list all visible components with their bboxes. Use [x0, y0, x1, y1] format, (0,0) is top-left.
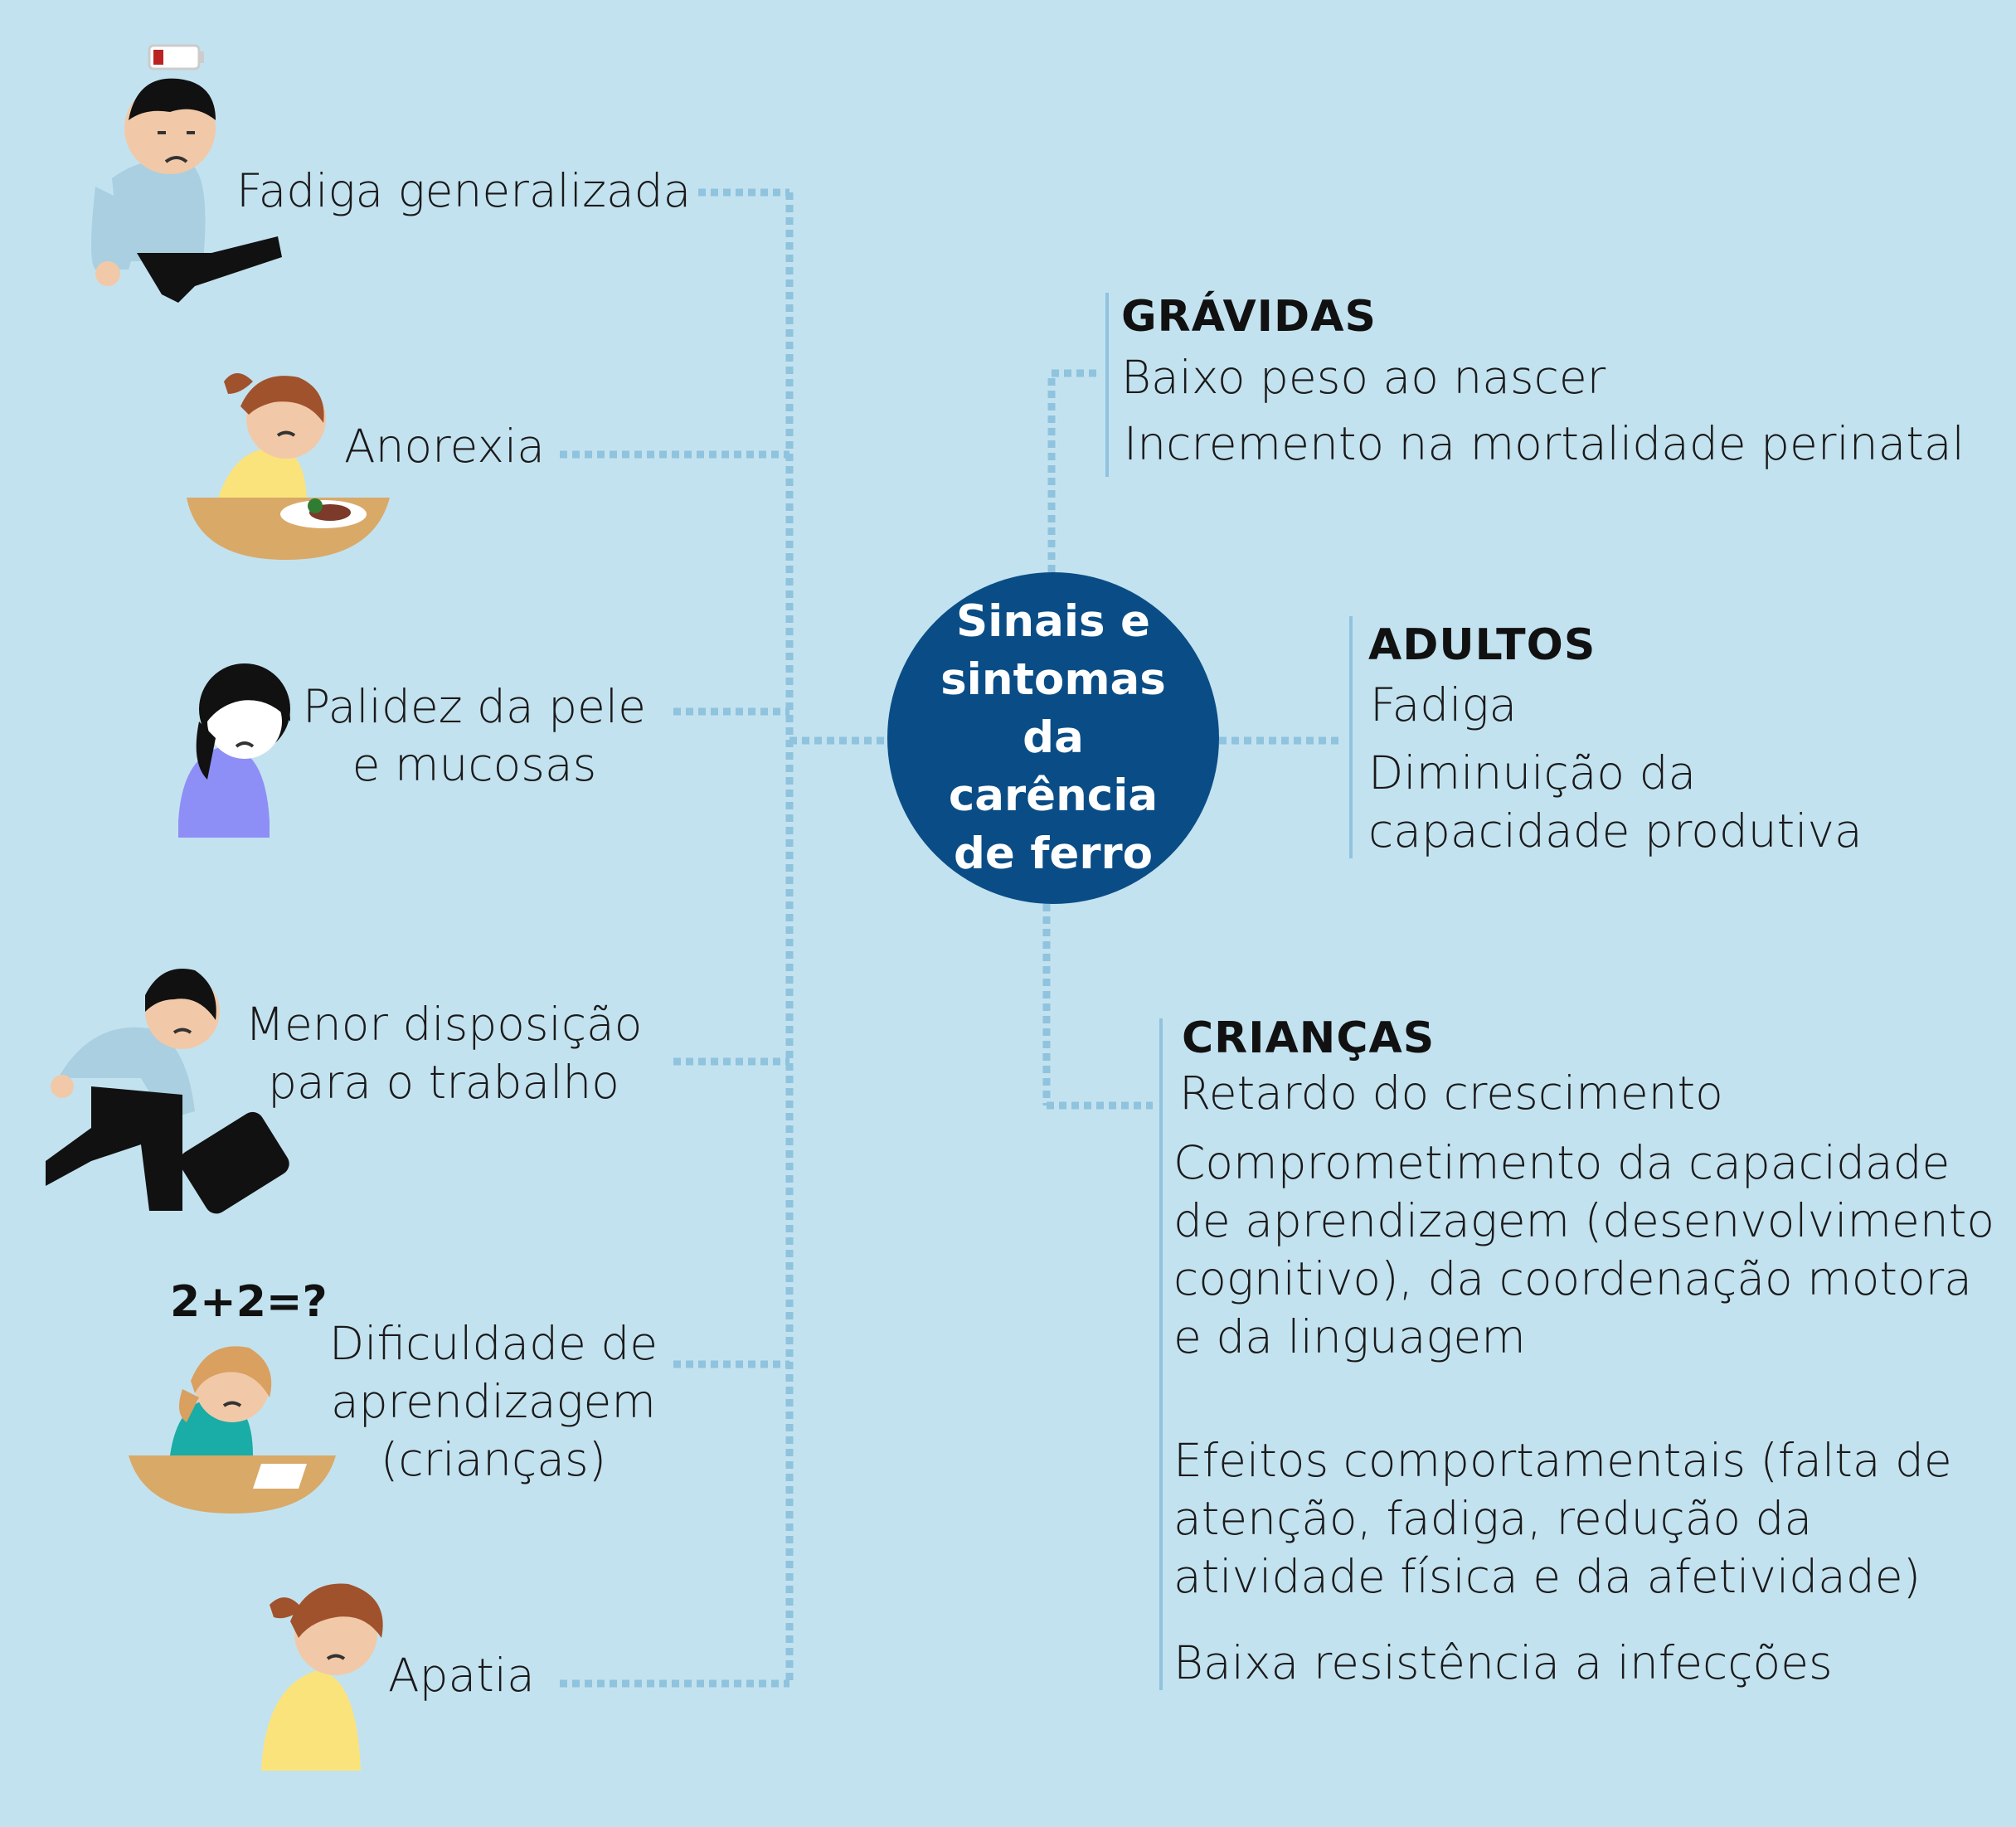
gravidas-bar [1105, 293, 1109, 477]
adultos-item: Fadiga [1370, 678, 1518, 731]
man-briefcase-icon [46, 969, 289, 1214]
gravidas-item: Baixo peso ao nascer [1121, 351, 1606, 404]
gravidas-heading: GRÁVIDAS [1121, 292, 1377, 342]
criancas-item: Comprometimento da capacidade de aprendi… [1173, 1136, 1994, 1363]
symptom-fadiga: Fadiga generalizada [236, 164, 692, 217]
apathetic-girl-icon [261, 1583, 383, 1771]
symptom-anorexia: Anorexia [344, 420, 545, 473]
symptom-palidez: Palidez da pele e mucosas [302, 680, 647, 791]
symptom-disposicao: Menor disposição para o trabalho [245, 998, 643, 1109]
adultos-bar [1349, 616, 1353, 858]
adultos-heading: ADULTOS [1368, 620, 1596, 670]
criancas-item: Efeitos comportamentais (falta de atençã… [1173, 1434, 1952, 1603]
symptom-apatia: Apatia [388, 1649, 535, 1702]
center-node: Sinais e sintomas da carência de ferro [887, 572, 1219, 904]
girl-plate-icon [187, 373, 390, 560]
criancas-bar [1159, 1018, 1163, 1690]
symptom-aprendizagem: Dificuldade de aprendizagem (crianças) [328, 1317, 658, 1486]
gravidas-item: Incremento na mortalidade perinatal [1124, 417, 1965, 470]
criancas-item: Baixa resistência a infecções [1173, 1636, 1833, 1689]
child-desk-icon [129, 1346, 336, 1514]
center-title: Sinais e sintomas da carência de ferro [940, 596, 1166, 879]
adultos-item: Diminuição da capacidade produtiva [1368, 746, 1863, 858]
pale-woman-icon [178, 663, 290, 838]
tired-man-icon [91, 44, 282, 303]
criancas-heading: CRIANÇAS [1182, 1013, 1435, 1063]
math-question: 2+2=? [170, 1277, 328, 1327]
criancas-item: Retardo do crescimento [1179, 1067, 1723, 1120]
